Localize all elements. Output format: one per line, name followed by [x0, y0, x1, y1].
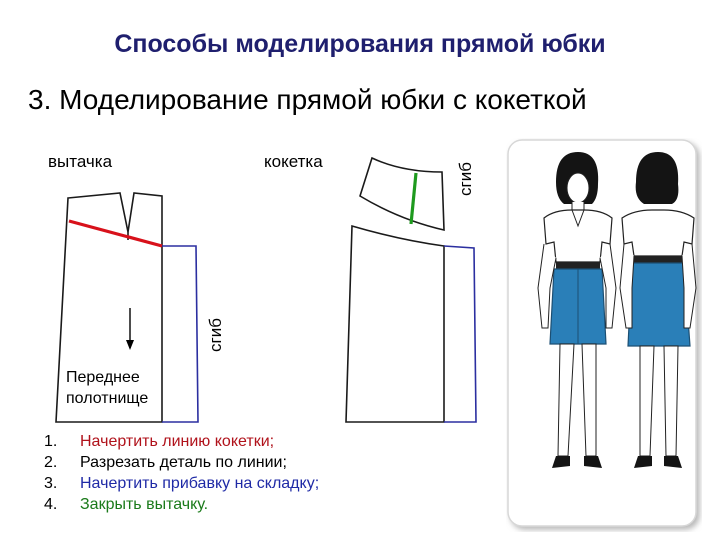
- step-item: 2. Разрезать деталь по линии;: [44, 452, 319, 473]
- step-item: 4. Закрыть вытачку.: [44, 494, 319, 515]
- front-panel-outline: [55, 192, 163, 423]
- step-item: 1. Начертить линию кокетки;: [44, 431, 319, 452]
- fold-label-right: сгиб: [456, 162, 475, 196]
- fold-label-left: сгиб: [206, 318, 225, 352]
- subtitle: 3. Моделирование прямой юбки с кокеткой: [28, 84, 587, 115]
- page-title: Способы моделирования прямой юбки: [114, 30, 606, 58]
- step-text: Разрезать деталь по линии;: [80, 454, 287, 471]
- yoke-line-red: [68, 219, 163, 248]
- lower-skirt-pattern: [345, 224, 477, 423]
- woman-right-figure: [619, 152, 697, 468]
- step-text: Закрыть вытачку.: [80, 496, 209, 513]
- two-women-in-blue-skirts-icon: [507, 139, 697, 527]
- front-panel-caption-line2: полотнище: [66, 390, 149, 407]
- lower-skirt-outline: [345, 224, 445, 423]
- steps-list: 1. Начертить линию кокетки; 2. Разрезать…: [44, 431, 319, 515]
- pleat-allowance-outline: [162, 245, 199, 423]
- fold-line-green: [409, 172, 418, 225]
- woman-left-figure: [537, 152, 617, 468]
- yoke-outline: [359, 156, 445, 232]
- front-panel-caption: Переднее полотнище: [66, 367, 148, 409]
- step-number: 2.: [44, 454, 58, 471]
- grain-arrow-head: [126, 340, 134, 350]
- yoke-pattern: [359, 156, 445, 232]
- dart-label: вытачка: [48, 152, 113, 171]
- yoke-label: кокетка: [264, 152, 323, 171]
- step-number: 4.: [44, 496, 58, 513]
- pleat-allowance-right-outline: [443, 245, 477, 423]
- step-text: Начертить линию кокетки;: [80, 433, 275, 450]
- step-number: 3.: [44, 475, 58, 492]
- front-panel-pattern: [55, 192, 199, 423]
- step-number: 1.: [44, 433, 58, 450]
- front-panel-caption-line1: Переднее: [66, 369, 140, 386]
- step-item: 3. Начертить прибавку на складку;: [44, 473, 319, 494]
- step-text: Начертить прибавку на складку;: [80, 475, 320, 492]
